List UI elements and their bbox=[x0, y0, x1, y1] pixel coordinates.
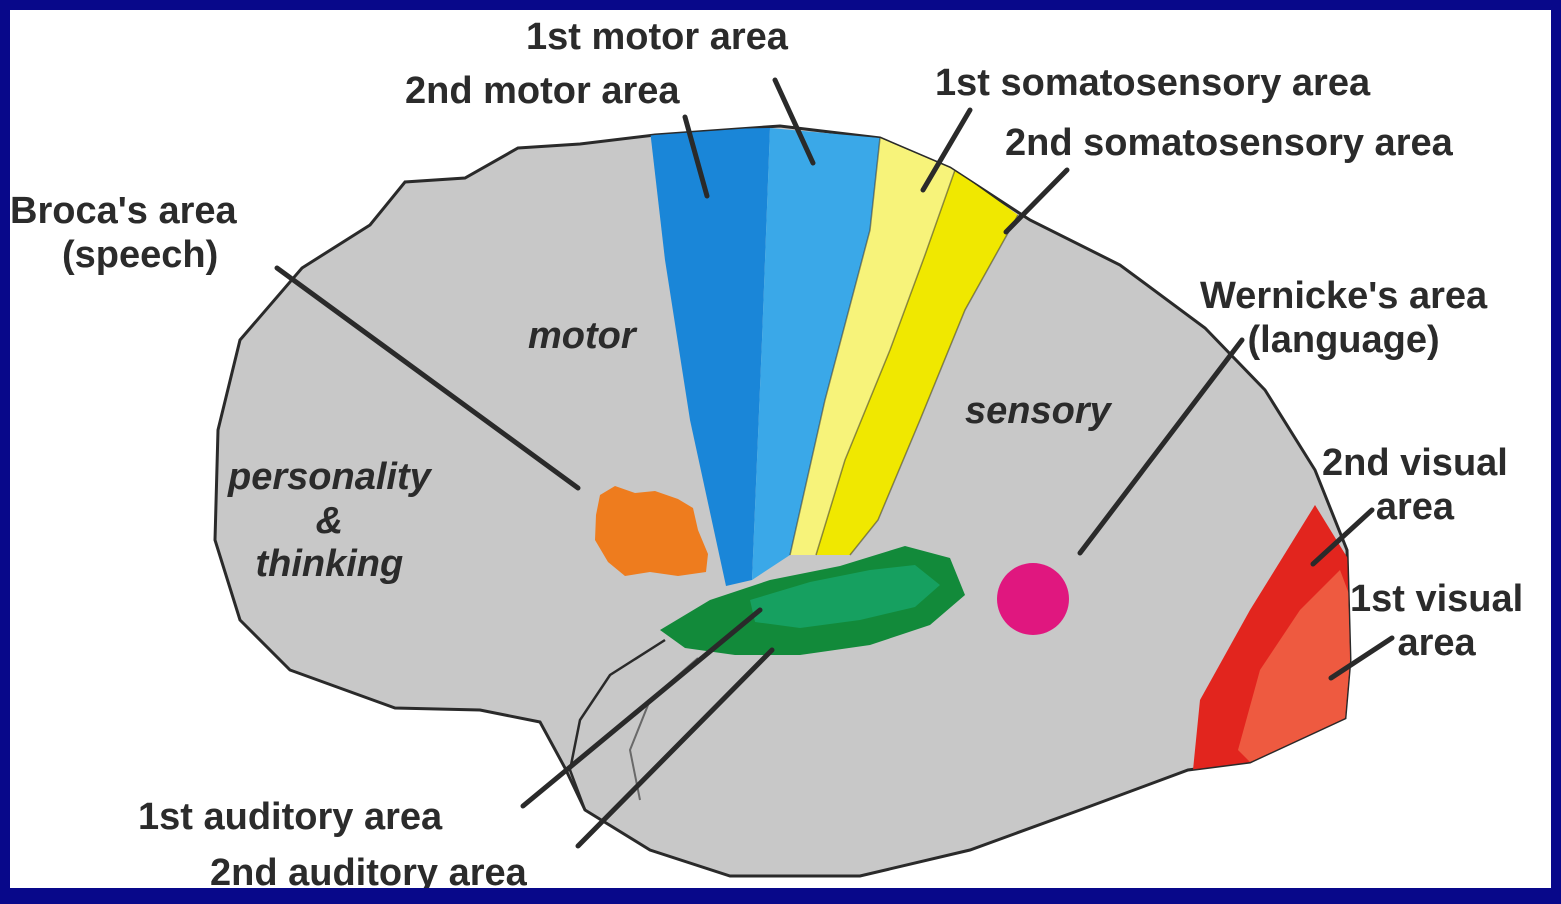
label-wernicke-function: (language) bbox=[1200, 319, 1487, 363]
wernicke-area-region bbox=[997, 563, 1069, 635]
label-auditory-area-1: 1st auditory area bbox=[138, 796, 442, 840]
label-broca-area: Broca's area (speech) bbox=[10, 190, 237, 277]
label-visual-2-line1: 2nd visual bbox=[1322, 442, 1508, 486]
label-visual-2-line2: area bbox=[1322, 486, 1508, 530]
label-broca-name: Broca's area bbox=[10, 190, 237, 234]
region-personality-line3: thinking bbox=[228, 543, 431, 587]
label-auditory-area-2: 2nd auditory area bbox=[210, 852, 527, 888]
label-wernicke-name: Wernicke's area bbox=[1200, 275, 1487, 319]
label-visual-area-2: 2nd visual area bbox=[1322, 442, 1508, 529]
region-personality-thinking: personality & thinking bbox=[228, 456, 431, 587]
label-wernicke-area: Wernicke's area (language) bbox=[1200, 275, 1487, 362]
region-sensory: sensory bbox=[965, 390, 1111, 434]
label-broca-function: (speech) bbox=[10, 234, 237, 278]
diagram-frame: 1st motor area 2nd motor area 1st somato… bbox=[10, 10, 1551, 888]
region-personality-line1: personality bbox=[228, 456, 431, 500]
region-personality-line2: & bbox=[228, 500, 431, 544]
label-motor-area-1: 1st motor area bbox=[526, 16, 788, 60]
label-somatosensory-area-1: 1st somatosensory area bbox=[935, 62, 1370, 106]
region-motor: motor bbox=[528, 315, 636, 359]
label-motor-area-2: 2nd motor area bbox=[405, 70, 680, 114]
label-visual-area-1: 1st visual area bbox=[1350, 578, 1523, 665]
label-visual-1-line1: 1st visual bbox=[1350, 578, 1523, 622]
label-visual-1-line2: area bbox=[1350, 622, 1523, 666]
label-somatosensory-area-2: 2nd somatosensory area bbox=[1005, 122, 1453, 166]
